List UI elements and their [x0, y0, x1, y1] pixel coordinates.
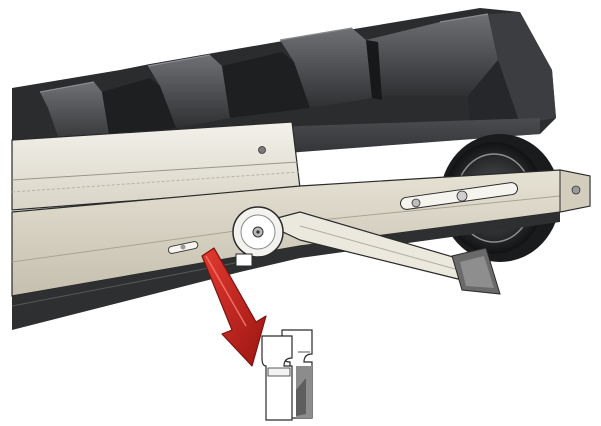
- bracket-part-icon: [261, 329, 313, 421]
- roller-hub-icon: [232, 206, 284, 258]
- housing-teeth: [40, 14, 498, 148]
- rail-fitting: [235, 253, 253, 267]
- lever-arm: [260, 211, 501, 295]
- arrow-down-left-icon: [201, 247, 267, 367]
- base-underside: [11, 212, 560, 330]
